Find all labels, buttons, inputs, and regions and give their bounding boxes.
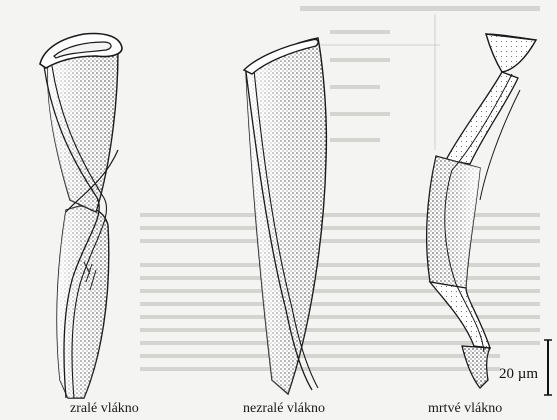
- scale-bar-label: 20 µm: [499, 366, 538, 382]
- mature-fiber-drawing: [40, 34, 122, 398]
- caption-dead-fiber: mrtvé vlákno: [428, 401, 502, 417]
- scale-bar: [544, 340, 552, 395]
- immature-fiber-drawing: [244, 38, 326, 394]
- dead-fiber-drawing: [427, 34, 536, 388]
- caption-mature-fiber: zralé vlákno: [70, 401, 139, 417]
- caption-immature-fiber: nezralé vlákno: [243, 401, 325, 417]
